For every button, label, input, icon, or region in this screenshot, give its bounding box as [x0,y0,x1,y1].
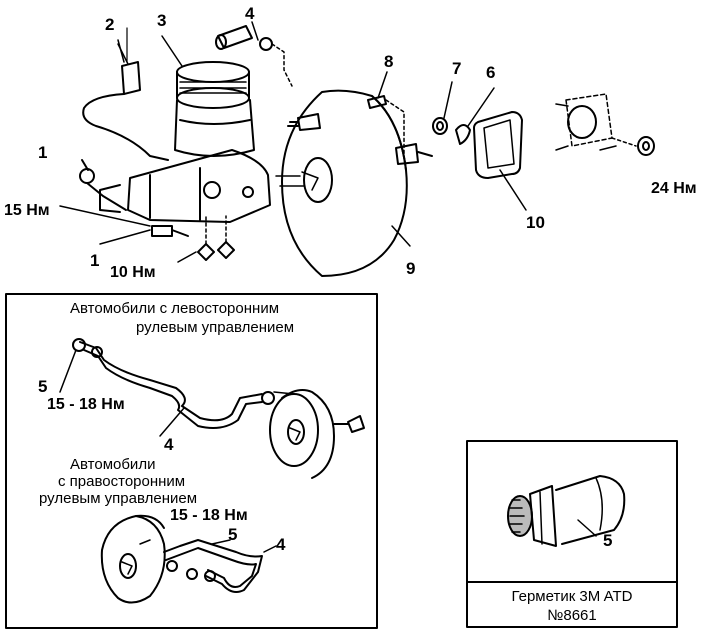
nut-7 [432,117,448,135]
caption-rhd-line3: рулевым управлением [39,490,198,507]
callout-1-bottom: 1 [90,251,100,270]
callout-10: 10 [526,213,545,232]
callout-5-sealant: 5 [603,531,613,550]
callout-9: 9 [406,259,416,278]
sealant-line2: №8661 [547,607,597,624]
callout-3: 3 [157,11,167,30]
callout-1-top: 1 [38,143,48,162]
variants-frame [5,293,378,629]
lhd-vacuum-hose-assembly [59,338,365,479]
sealant-line1: Герметик 3M ATD [511,588,633,605]
callout-6: 6 [486,63,496,82]
torque-lhd: 15 - 18 Нм [47,396,125,413]
caption-rhd-line1: Автомобили [70,456,156,473]
callout-8: 8 [384,52,394,71]
top-leader-lines [117,21,495,127]
booster-studs-8 [367,95,433,165]
mounting-bracket-24nm [555,93,655,156]
vacuum-fitting-5 [507,475,626,547]
master-cylinder-reservoir [174,61,255,157]
gasket-10 [473,111,527,211]
brake-line-fittings-1 [59,159,189,245]
caption-lhd-line2: рулевым управлением [136,319,295,336]
callout-5-lhd: 5 [38,377,48,396]
caption-rhd-line2: с правосторонним [58,473,186,490]
torque-15nm: 15 Нм [4,202,50,219]
torque-24nm: 24 Нм [651,180,697,197]
callout-4-rhd: 4 [276,535,286,554]
master-cylinder-body [99,149,271,223]
caption-lhd-line1: Автомобили с левосторонним [70,300,280,317]
callout-5-rhd: 5 [228,525,238,544]
callout-4-top: 4 [245,4,255,23]
brake-booster-9 [275,89,411,277]
callout-2: 2 [105,15,115,34]
rhd-vacuum-hose-assembly [100,514,277,604]
sealant-frame [466,440,678,628]
clip-6 [455,124,471,145]
torque-rhd: 15 - 18 Нм [170,507,248,524]
reservoir-cap-4 [215,25,293,87]
callout-4-lhd: 4 [164,435,174,454]
torque-10nm: 10 Нм [110,264,156,281]
callout-7: 7 [452,59,462,78]
mounting-nuts-10nm [177,215,235,263]
level-sensor-connector-2 [82,27,169,161]
